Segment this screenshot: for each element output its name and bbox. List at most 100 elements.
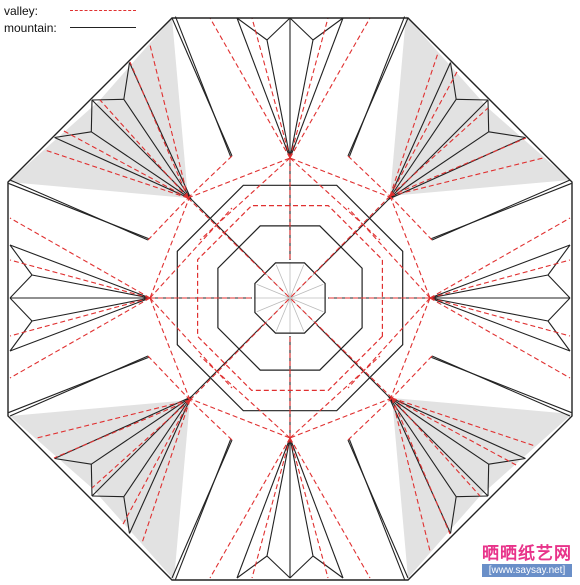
valley-fold <box>347 155 393 199</box>
mountain-fold <box>456 98 489 101</box>
valley-fold <box>149 207 233 299</box>
mountain-fold <box>487 464 490 497</box>
valley-fold <box>53 399 191 459</box>
valley-fold <box>289 355 381 439</box>
mountain-fold <box>123 396 192 498</box>
mountain-fold <box>90 131 192 200</box>
mountain-fold <box>289 437 344 579</box>
valley-fold <box>389 52 439 197</box>
valley-fold <box>187 157 291 199</box>
valley-fold <box>149 195 191 299</box>
mountain-fold <box>431 182 572 240</box>
mountain-fold <box>174 439 232 580</box>
reference-ray <box>275 297 291 332</box>
valley-fold <box>289 157 381 241</box>
mountain-fold <box>9 355 149 417</box>
valley-fold-lines <box>9 17 571 579</box>
valley-fold <box>391 397 451 535</box>
watermark-url: [www.saysay.net] <box>482 564 572 577</box>
mountain-fold <box>90 99 93 132</box>
mountain-fold <box>348 439 406 580</box>
mountain-fold <box>236 437 291 579</box>
mountain-fold <box>266 17 291 41</box>
mountain-fold <box>236 17 268 41</box>
mountain-fold <box>289 17 314 41</box>
mountain-fold <box>171 17 233 157</box>
legend-mountain: mountain: <box>4 19 136 36</box>
mountain-fold <box>388 396 490 465</box>
mountain-fold <box>8 356 149 414</box>
mountain-fold <box>312 17 344 41</box>
valley-fold <box>251 17 291 159</box>
shaded-flap <box>390 108 570 196</box>
reference-ray <box>289 264 305 299</box>
valley-fold <box>199 355 291 439</box>
valley-fold <box>129 61 189 199</box>
mountain-fold <box>123 98 192 200</box>
legend-mountain-swatch <box>70 27 136 28</box>
mountain-fold <box>90 396 192 465</box>
valley-fold <box>147 195 191 241</box>
mountain-fold <box>266 39 291 159</box>
valley-fold <box>389 157 544 197</box>
valley-fold <box>429 217 571 299</box>
valley-fold <box>289 195 391 299</box>
mountain-fold <box>9 297 151 352</box>
mountain-fold <box>388 98 457 200</box>
valley-fold <box>209 437 291 579</box>
mountain-fold <box>429 297 549 322</box>
valley-fold <box>289 297 393 399</box>
shaded-flap <box>10 400 190 488</box>
shaded-flap <box>392 398 480 578</box>
mountain-octagon <box>254 262 326 334</box>
legend-valley-label: valley: <box>4 3 39 18</box>
valley-fold <box>289 17 371 159</box>
valley-fold <box>389 355 433 401</box>
valley-fold <box>289 437 371 579</box>
mountain-fold <box>431 356 572 414</box>
valley-fold <box>187 397 233 441</box>
valley-fold <box>289 397 393 439</box>
mountain-fold <box>31 274 151 299</box>
mountain-fold <box>388 62 452 200</box>
legend-mountain-label: mountain: <box>4 20 57 35</box>
mountain-fold <box>236 17 291 159</box>
mountain-fold <box>429 244 571 299</box>
mountain-fold <box>289 555 314 579</box>
valley-fold <box>347 297 431 389</box>
valley-fold <box>187 155 233 199</box>
valley-fold <box>347 397 393 441</box>
valley-fold <box>9 297 151 379</box>
valley-fold <box>429 297 571 379</box>
valley-fold <box>187 397 291 439</box>
mountain-fold <box>429 297 571 352</box>
mountain-fold <box>9 274 33 299</box>
valley-fold <box>99 99 189 199</box>
mountain-fold <box>289 39 314 159</box>
mountain-fold <box>547 244 571 276</box>
mountain-fold <box>312 555 344 579</box>
paper-edge <box>7 17 573 581</box>
mountain-fold <box>123 62 131 100</box>
mountain-fold <box>449 496 457 534</box>
valley-fold <box>347 207 431 299</box>
valley-fold <box>199 157 291 241</box>
mountain-fold <box>9 297 33 322</box>
mountain-octagon <box>217 225 363 371</box>
valley-fold <box>91 399 191 489</box>
mountain-fold <box>54 136 192 200</box>
mountain-fold <box>488 457 526 465</box>
mountain-fold <box>128 396 192 534</box>
mountain-fold <box>289 17 344 159</box>
mountain-fold <box>547 274 571 299</box>
mountain-fold-lines <box>8 16 572 580</box>
valley-octagon <box>197 205 383 391</box>
valley-fold <box>149 44 189 199</box>
shaded-flap <box>100 18 188 198</box>
valley-fold <box>391 397 431 552</box>
valley-fold <box>389 137 527 197</box>
reference-ray <box>289 283 324 299</box>
mountain-fold <box>90 464 93 497</box>
mountain-fold <box>8 182 149 240</box>
